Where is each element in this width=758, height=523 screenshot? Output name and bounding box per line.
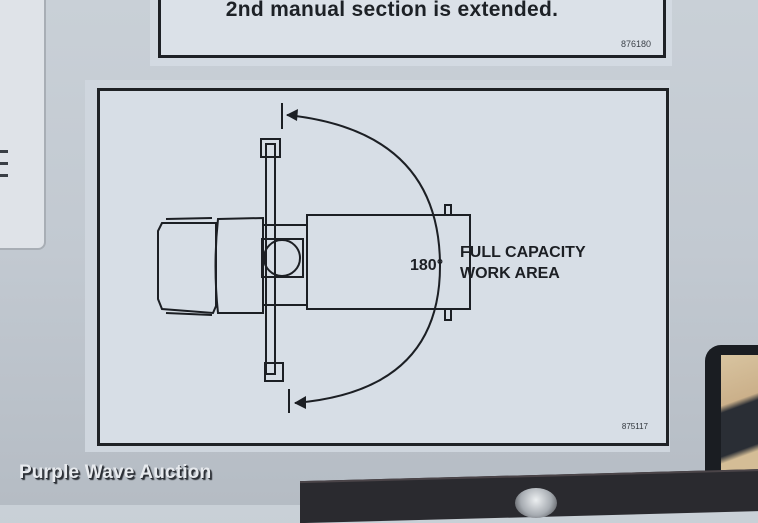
mirror-glass <box>721 355 758 481</box>
turret-icon <box>261 224 308 306</box>
bolt-head <box>515 488 557 518</box>
arrow-head-bottom-icon <box>294 396 306 409</box>
work-area-decal-border: 180° FULL CAPACITY WORK AREA 875117 <box>97 88 669 446</box>
rotation-angle-label: 180° <box>410 257 444 274</box>
top-decal: 2nd manual section is extended. 876180 <box>150 0 672 66</box>
work-area-decal: 180° FULL CAPACITY WORK AREA 875117 <box>85 80 670 452</box>
truck-topview-diagram <box>157 103 471 413</box>
rotation-arc-icon <box>281 103 442 413</box>
truck-cab-icon <box>157 216 264 316</box>
label-line-1: FULL CAPACITY <box>460 244 586 261</box>
truck-bed-icon <box>306 204 471 321</box>
full-capacity-label: FULL CAPACITY WORK AREA <box>460 242 586 284</box>
watermark: Purple Wave Auction <box>19 462 212 483</box>
label-line-2: WORK AREA <box>460 265 560 282</box>
arrow-head-top-icon <box>286 109 298 121</box>
partial-left-text-marks <box>0 150 14 186</box>
work-area-decal-code: 875117 <box>621 422 648 431</box>
top-decal-text: 2nd manual section is extended. <box>225 0 559 21</box>
partial-left-sticker <box>0 0 46 250</box>
top-decal-border: 2nd manual section is extended. 876180 <box>158 0 666 58</box>
outrigger-beam-icon <box>260 138 284 382</box>
top-decal-code: 876180 <box>620 39 651 49</box>
